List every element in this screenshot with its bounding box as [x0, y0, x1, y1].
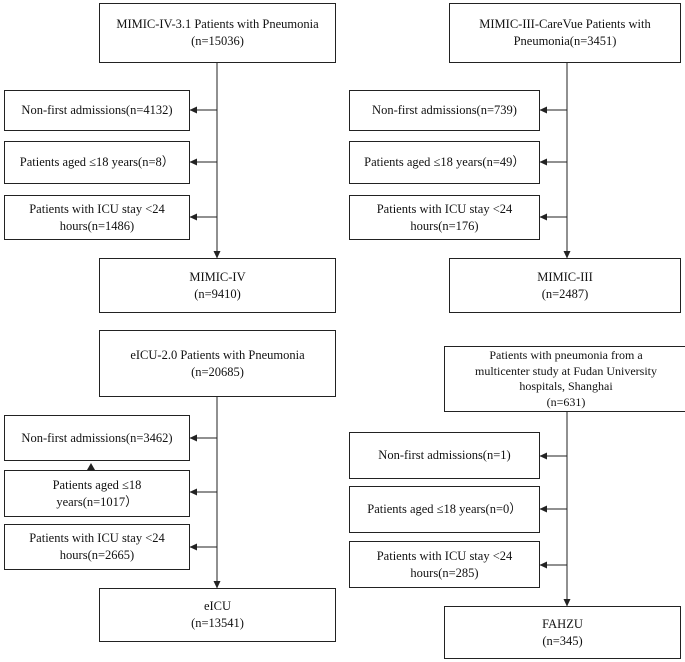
- flow-4-source-box: Patients with pneumonia from a multicent…: [444, 346, 685, 412]
- flow-2-exclusion-box-1: Non-first admissions(n=739): [349, 90, 540, 131]
- flow-1-exclusion-3-line-1: Patients with ICU stay <24: [29, 201, 165, 216]
- flow-2-result-line-2: (n=2487): [541, 286, 589, 301]
- flow-4-result-line-2: (n=345): [542, 633, 583, 648]
- flow-4-exclusion-2-line-1: Patients aged ≤18 years(n=0）: [367, 502, 522, 516]
- flow-4-exclusion-3-line-2: hours(n=285): [410, 565, 479, 580]
- flow-4-exclusion-1-line-1: Non-first admissions(n=1): [378, 448, 511, 462]
- flow-1-result-line-2: (n=9410): [194, 286, 241, 301]
- flow-1-exclusion-3-line-2: hours(n=1486): [59, 218, 135, 233]
- flow-1-exclusion-2-line-1: Patients aged ≤18 years(n=8）: [19, 155, 175, 169]
- flow-3-exclusion-3-line-1: Patients with ICU stay <24: [29, 531, 165, 545]
- flow-4-source-line-4: (n=631): [546, 394, 586, 409]
- flow-3-stray-arrowhead: [87, 463, 95, 470]
- flow-2-exclusion-1-line-1: Non-first admissions(n=739): [372, 103, 517, 117]
- flow-3-result-box: eICU (n=13541): [99, 588, 336, 642]
- flow-3-exclusion-box-3: Patients with ICU stay <24 hours(n=2665): [4, 524, 190, 570]
- flow-4-result-box: FAHZU (n=345): [444, 606, 681, 659]
- flow-4-result-line-1: FAHZU: [542, 616, 583, 631]
- flow-2-result-line-1: MIMIC-III: [537, 269, 593, 284]
- flow-4-source-line-1: Patients with pneumonia from a: [489, 348, 643, 362]
- flow-4-source-line-2: multicenter study at Fudan University: [475, 363, 657, 378]
- flow-3-source-line-1: eICU-2.0 Patients with Pneumonia: [130, 347, 305, 362]
- flow-2-exclusion-3-line-2: hours(n=176): [410, 218, 479, 233]
- flow-3-result-line-1: eICU: [203, 599, 232, 613]
- flow-2-source-line-1: MIMIC-III-CareVue Patients with: [479, 17, 651, 31]
- flow-3-exclusion-2-line-1: Patients aged ≤18: [52, 477, 142, 492]
- flow-3-exclusion-2-line-2: years(n=1017）: [56, 494, 138, 509]
- flow-1-exclusion-1-line-1: Non-first admissions(n=4132): [21, 103, 173, 117]
- flow-1-source-line-2: (n=15036): [191, 34, 244, 48]
- flow-4-source-line-3: hospitals, Shanghai: [519, 379, 613, 393]
- flow-2-exclusion-3-line-1: Patients with ICU stay <24: [376, 201, 513, 216]
- flow-2-source-line-2: Pneumonia(n=3451): [513, 34, 617, 48]
- flow-1-result-line-1: MIMIC-IV: [189, 269, 246, 284]
- flow-4-exclusion-3-line-1: Patients with ICU stay <24: [376, 548, 513, 563]
- flow-2-source-box: MIMIC-III-CareVue Patients with Pneumoni…: [449, 3, 681, 63]
- flow-3-result-line-2: (n=13541): [191, 616, 244, 630]
- flow-2-result-box: MIMIC-III (n=2487): [449, 258, 681, 313]
- flow-3-exclusion-box-1: Non-first admissions(n=3462): [4, 415, 190, 461]
- flow-3-exclusion-box-2: Patients aged ≤18 years(n=1017）: [4, 470, 190, 517]
- flow-1-source-line-1: MIMIC-IV-3.1 Patients with Pneumonia: [116, 17, 319, 31]
- flow-1-exclusion-box-1: Non-first admissions(n=4132): [4, 90, 190, 131]
- flow-3-exclusion-3-line-2: hours(n=2665): [59, 548, 135, 562]
- flow-2-exclusion-2-line-1: Patients aged ≤18 years(n=49）: [364, 155, 525, 169]
- flow-3-source-line-2: (n=20685): [191, 364, 244, 379]
- flow-2-exclusion-box-3: Patients with ICU stay <24 hours(n=176): [349, 195, 540, 240]
- flow-1-exclusion-box-3: Patients with ICU stay <24 hours(n=1486): [4, 195, 190, 240]
- flow-1-source-box: MIMIC-IV-3.1 Patients with Pneumonia (n=…: [99, 3, 336, 63]
- flow-1-result-box: MIMIC-IV (n=9410): [99, 258, 336, 313]
- flow-1-exclusion-box-2: Patients aged ≤18 years(n=8）: [4, 141, 190, 184]
- flow-4-exclusion-box-1: Non-first admissions(n=1): [349, 432, 540, 479]
- flow-2-exclusion-box-2: Patients aged ≤18 years(n=49）: [349, 141, 540, 184]
- flow-4-exclusion-box-2: Patients aged ≤18 years(n=0）: [349, 486, 540, 533]
- flow-3-exclusion-1-line-1: Non-first admissions(n=3462): [21, 430, 173, 445]
- flow-3-source-box: eICU-2.0 Patients with Pneumonia (n=2068…: [99, 330, 336, 397]
- flow-4-exclusion-box-3: Patients with ICU stay <24 hours(n=285): [349, 541, 540, 588]
